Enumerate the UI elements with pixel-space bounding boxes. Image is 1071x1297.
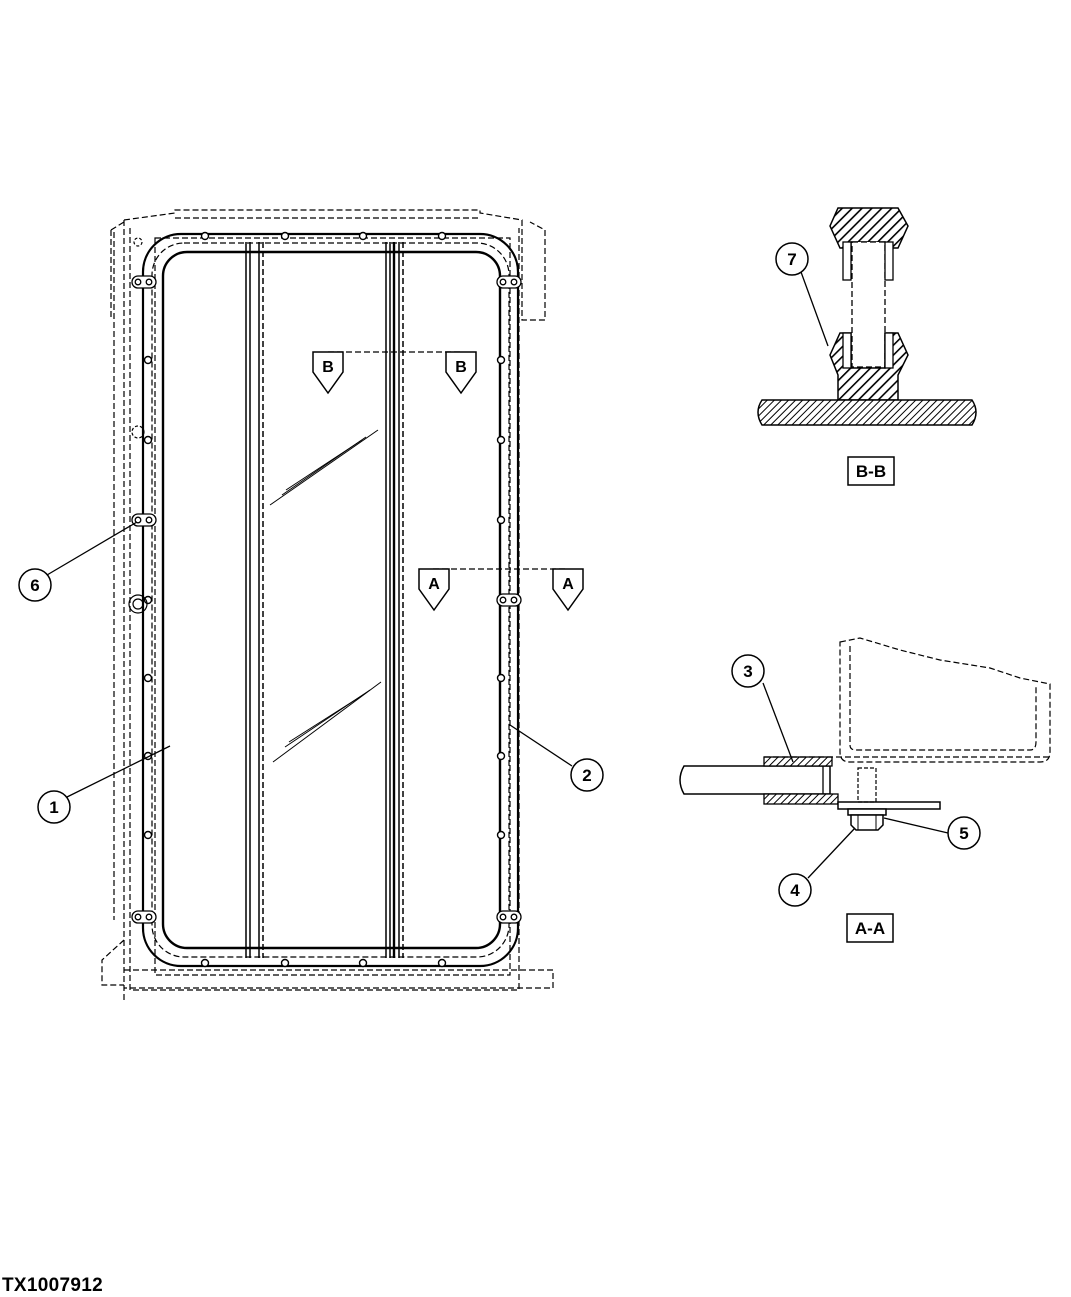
washer (847, 808, 887, 816)
section-arrows-b: B B (312, 351, 477, 395)
section-arrow-a-left-label: A (428, 576, 440, 593)
callout-4-label: 4 (790, 881, 800, 900)
section-title-aa: A-A (846, 913, 894, 943)
callout-5-label: 5 (959, 824, 968, 843)
callout-2: 2 (570, 758, 604, 792)
frame-bolts (143, 231, 506, 968)
section-arrow-b-right (445, 351, 477, 395)
callout-bubbles: 1 2 3 4 5 6 7 (18, 242, 981, 907)
glass-edge-lower-right (884, 332, 894, 369)
vertical-divider-left (245, 242, 264, 958)
section-arrow-a-right (552, 568, 584, 612)
callout-1: 1 (37, 790, 71, 824)
base-plate-section (757, 399, 977, 426)
callout-1-label: 1 (49, 798, 58, 817)
glass-edge-lower (842, 332, 852, 369)
figure-id-label: TX1007912 (2, 1275, 103, 1296)
vertical-divider-right (385, 242, 404, 958)
section-arrows-a: A A (418, 568, 584, 612)
section-bb-view (757, 207, 977, 426)
top-bracket (133, 217, 480, 247)
window-assembly-view (101, 209, 554, 1000)
section-arrow-b-left (312, 351, 344, 395)
section-title-bb: B-B (847, 456, 895, 486)
callout-3-label: 3 (743, 662, 752, 681)
glass-edge-upper (842, 241, 852, 281)
callout-7-label: 7 (787, 250, 796, 269)
bracket-plate (837, 801, 941, 810)
callout-2-label: 2 (582, 766, 591, 785)
section-title-aa-label: A-A (855, 919, 885, 938)
callout-6-label: 6 (30, 576, 39, 595)
nut (850, 814, 884, 831)
callout-7: 7 (775, 242, 809, 276)
section-title-bb-label: B-B (856, 462, 886, 481)
seal-strip-upper (763, 756, 833, 767)
section-aa-view (679, 637, 1051, 879)
section-arrow-b-left-label: B (322, 359, 334, 376)
latch-rings (128, 425, 148, 614)
inner-seal-frame (151, 242, 510, 958)
bolt-shank (857, 767, 877, 803)
section-arrow-a-right-label: A (562, 576, 574, 593)
section-arrow-a-left (418, 568, 450, 612)
glass-section-dashed (851, 241, 886, 368)
callout-5: 5 (947, 816, 981, 850)
cab-outline-dashed (101, 209, 554, 1000)
glass-edge-upper-right (884, 241, 894, 281)
callout-6: 6 (18, 568, 52, 602)
callout-4: 4 (778, 873, 812, 907)
cab-wall-dashed (839, 637, 1051, 763)
seal-strip-lower (763, 793, 839, 805)
leader-lines-main (46, 521, 573, 798)
outer-seal-frame (141, 232, 520, 968)
callout-3: 3 (731, 654, 765, 688)
glass-panel-section (679, 765, 831, 795)
slot-brackets (131, 275, 522, 924)
section-arrow-b-right-label: B (455, 359, 467, 376)
glass-reflection-marks (269, 429, 382, 763)
